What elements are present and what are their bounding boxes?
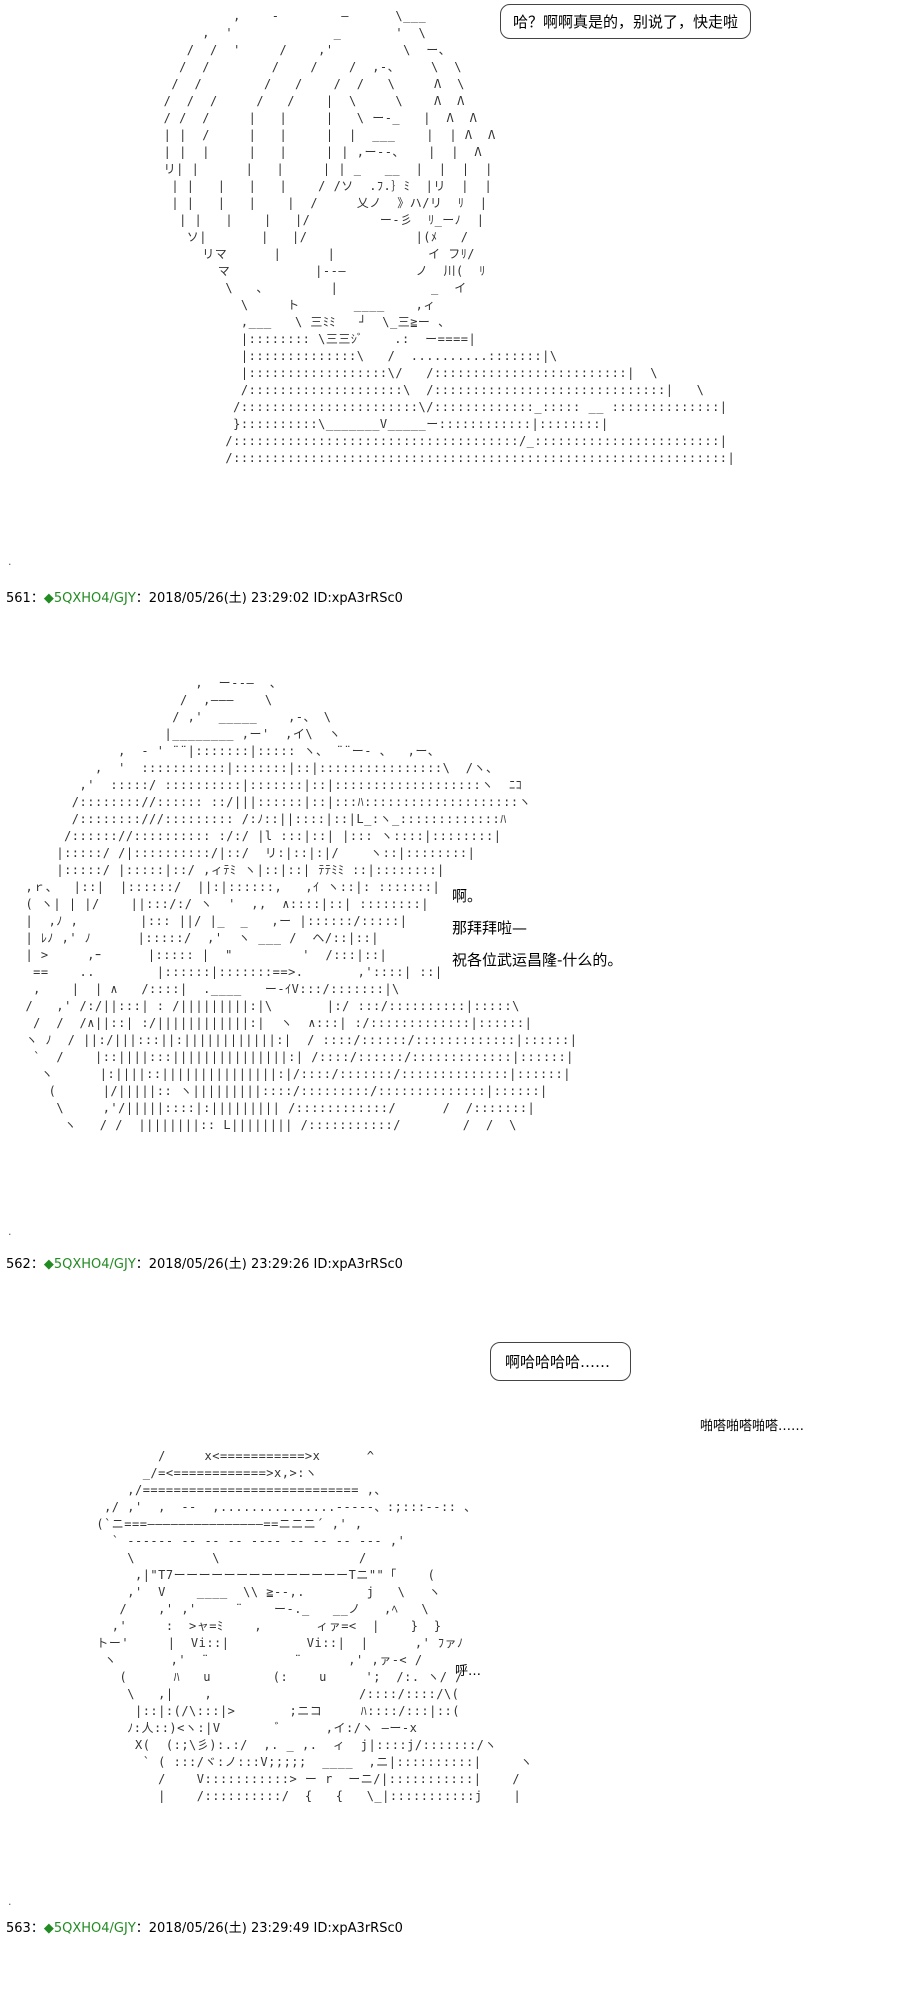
post-header-561: 561：◆5QXHO4/GJY：2018/05/26(土) 23:29:02 I…: [6, 587, 403, 606]
post-number: 562: [6, 1257, 31, 1272]
post-divider-mark: .: [8, 1895, 12, 1908]
post-header-563: 563：◆5QXHO4/GJY：2018/05/26(土) 23:29:49 I…: [6, 1917, 403, 1936]
post-section-563: 啊哈哈哈哈…… 啪嗒啪嗒啪嗒…… / x<===========>x ^ _/=…: [0, 1270, 900, 2000]
post-header-562: 562：◆5QXHO4/GJY：2018/05/26(土) 23:29:26 I…: [6, 1253, 403, 1272]
breath-text: 呼…: [455, 1664, 482, 1679]
narration-line-3: 祝各位武运昌隆-什么的。: [452, 951, 623, 969]
post-date-id: ：2018/05/26(土) 23:29:49 ID:xpA3rRSc0: [135, 1921, 403, 1936]
speech-bubble: 哈？啊啊真是的，别说了，快走啦: [500, 4, 752, 39]
trip-diamond-icon: ◆: [43, 1257, 54, 1272]
ascii-art-character-1: , - — \___ , ' _ ' \ / / ' / ,' \ ー、 / /…: [163, 9, 736, 465]
speech-bubble: 啊哈哈哈哈……: [490, 1342, 632, 1381]
post-date-id: ：2018/05/26(土) 23:29:02 ID:xpA3rRSc0: [135, 591, 403, 606]
post-number: 563: [6, 1921, 31, 1936]
trip-diamond-icon: ◆: [43, 591, 54, 606]
post-divider-mark: .: [8, 1225, 12, 1238]
ascii-art-character-3: / x<===========>x ^ _/=<============>x,>…: [96, 1449, 533, 1803]
post-divider-mark: .: [8, 555, 12, 568]
post-separator: ：: [30, 1257, 44, 1272]
poster-name[interactable]: 5QXHO4/GJY: [53, 1257, 136, 1272]
post-date-id: ：2018/05/26(土) 23:29:26 ID:xpA3rRSc0: [135, 1257, 403, 1272]
narration-line-1: 啊。: [452, 887, 483, 905]
poster-name[interactable]: 5QXHO4/GJY: [53, 591, 136, 606]
ascii-art-character-2: , ー--— 、 / ,——— \ / ,' _____ ,-、 \ |____…: [25, 676, 578, 1132]
post-section-561: , - — \___ , ' _ ' \ / / ' / ,' \ ー、 / /…: [0, 0, 900, 580]
narration-line-2: 那拜拜啦—: [452, 919, 528, 937]
post-separator: ：: [30, 591, 44, 606]
sound-effect-text: 啪嗒啪嗒啪嗒……: [700, 1419, 805, 1434]
post-number: 561: [6, 591, 31, 606]
trip-diamond-icon: ◆: [43, 1921, 54, 1936]
poster-name[interactable]: 5QXHO4/GJY: [53, 1921, 136, 1936]
post-separator: ：: [30, 1921, 44, 1936]
post-section-562: , ー--— 、 / ,——— \ / ,' _____ ,-、 \ |____…: [0, 580, 900, 1270]
